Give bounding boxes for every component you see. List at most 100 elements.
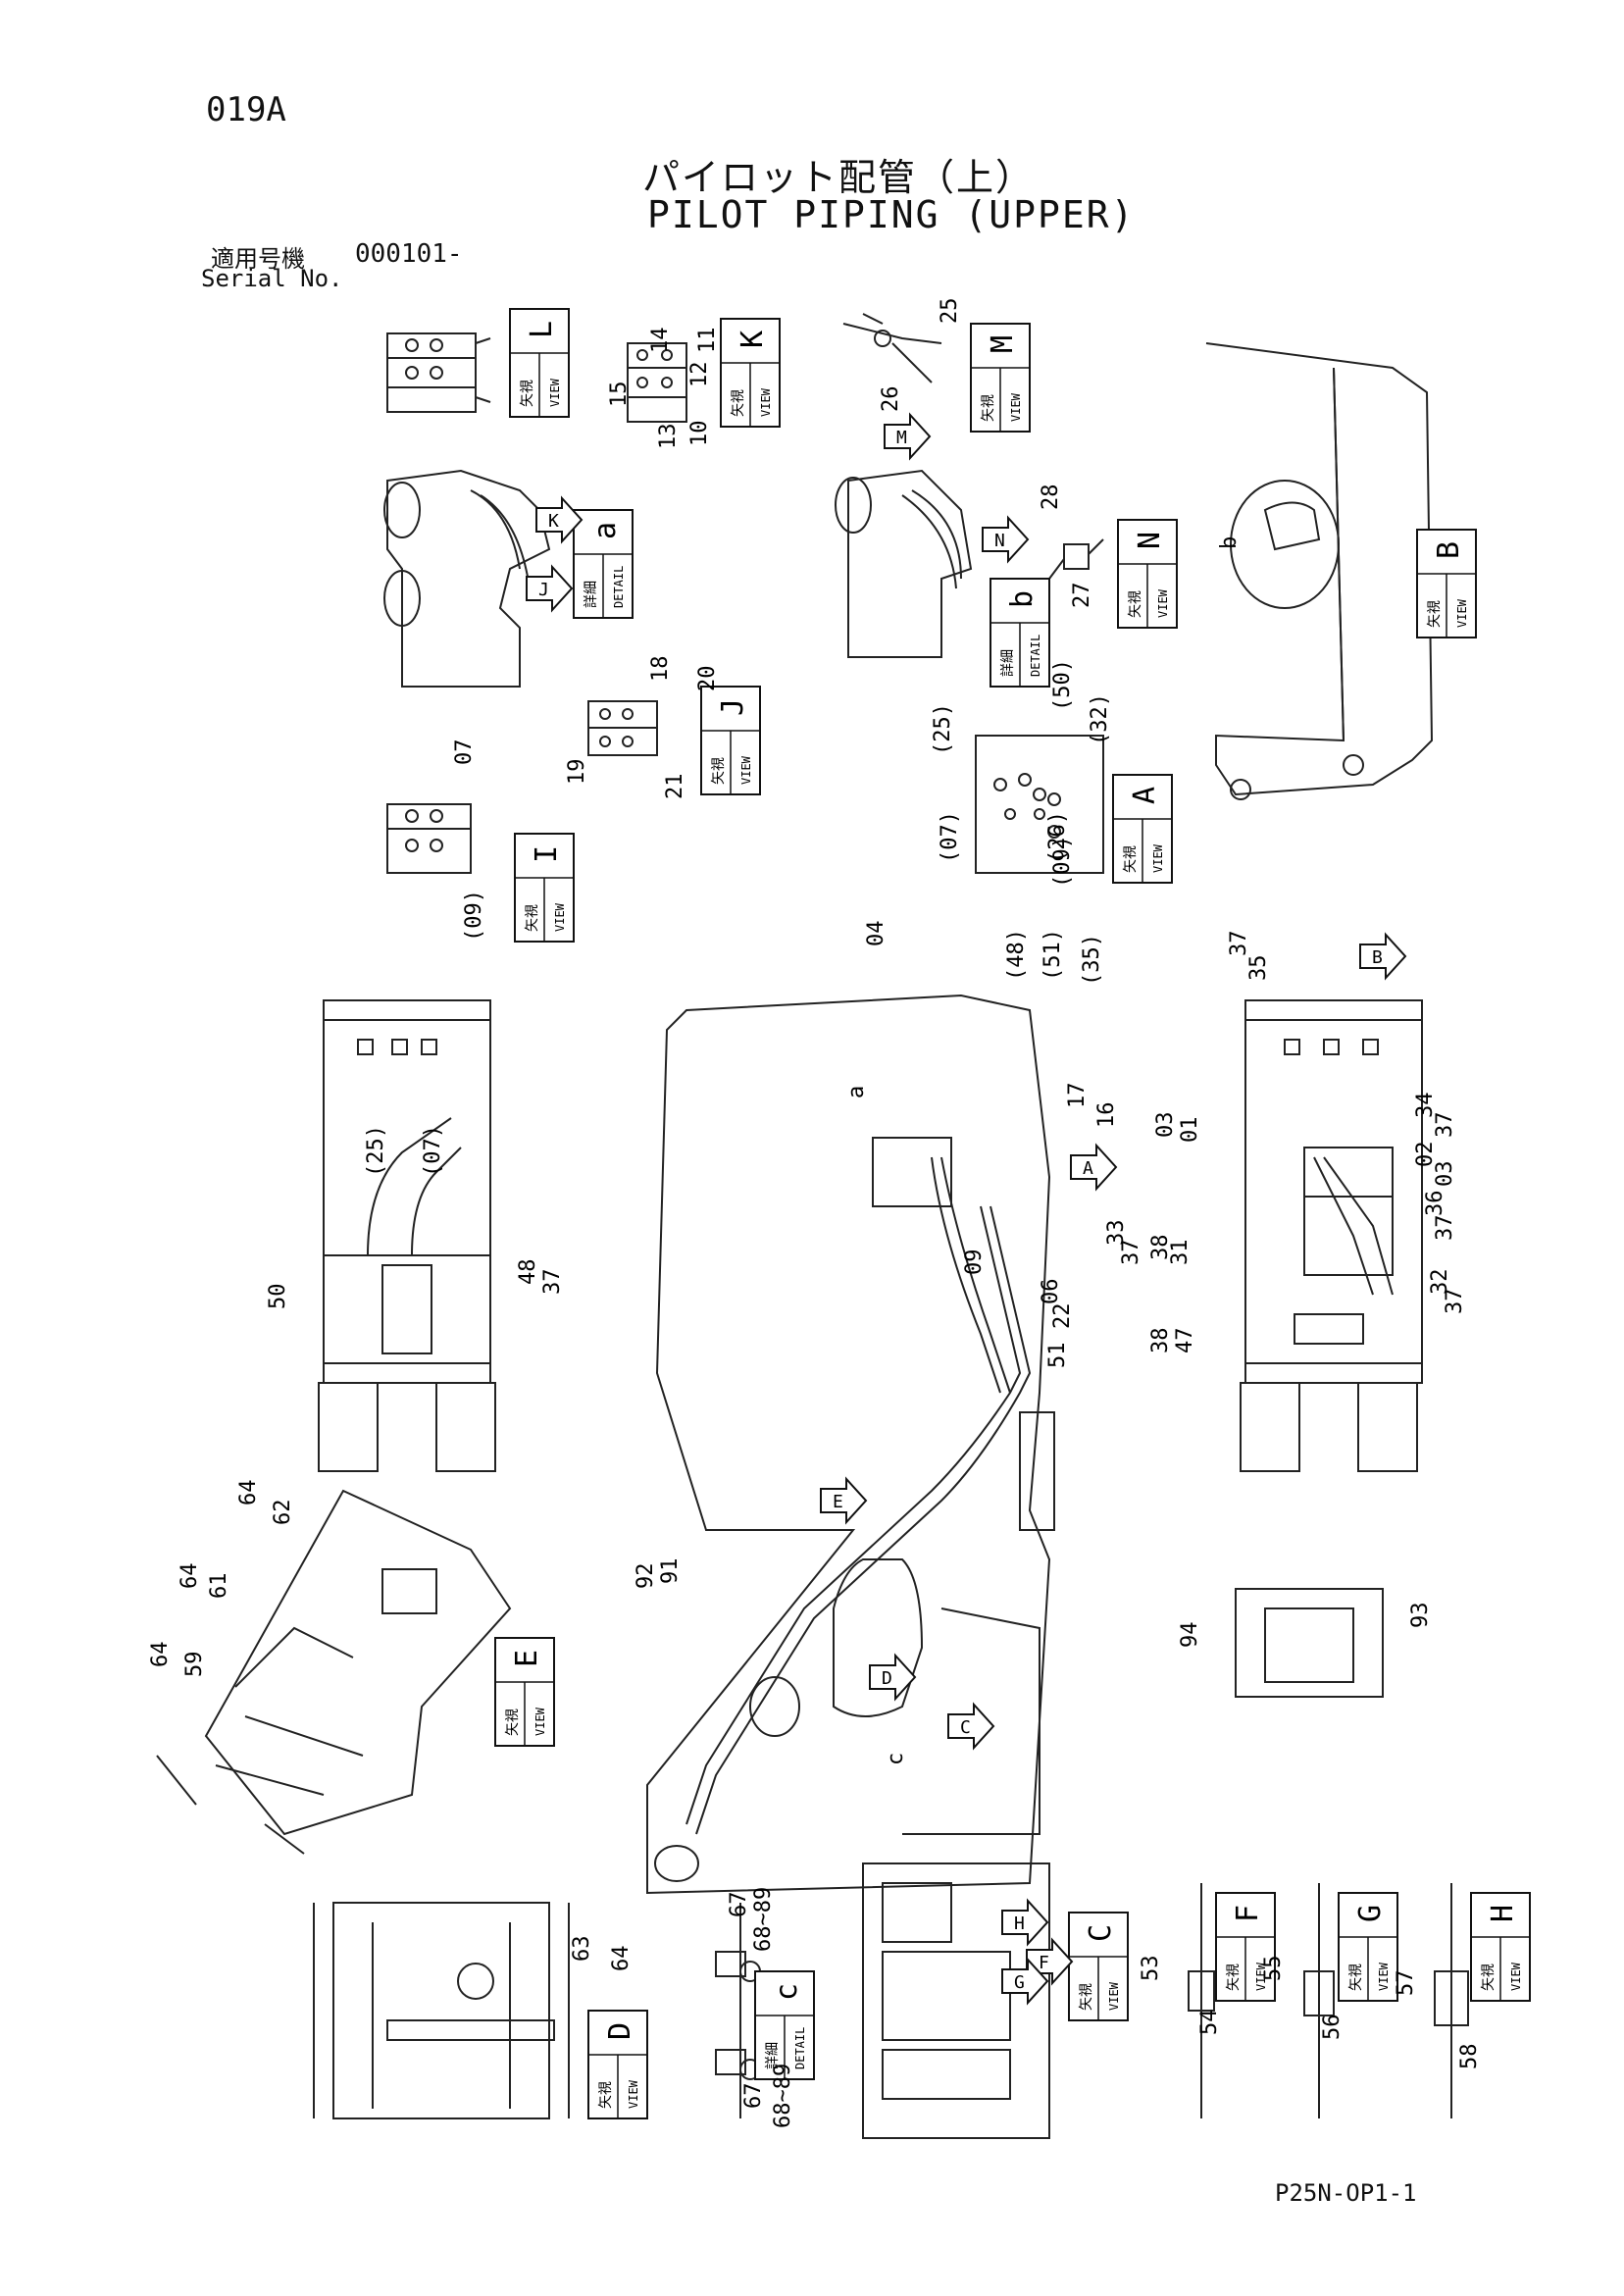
part-number-label: 59 bbox=[182, 1652, 207, 1678]
part-number-label: 55 bbox=[1261, 1956, 1286, 1982]
block-i bbox=[386, 803, 472, 874]
view-box-N-en: VIEW bbox=[1156, 588, 1170, 618]
arrow-C: C bbox=[947, 1702, 995, 1751]
view-box-I-letter: I bbox=[530, 845, 564, 863]
view-box-L-letter: L bbox=[525, 321, 559, 338]
arrow-G-letter: G bbox=[1014, 1972, 1025, 1993]
view-box-E-en: VIEW bbox=[533, 1707, 547, 1736]
frame-view-e bbox=[156, 1489, 512, 1855]
part-number-label: (09) bbox=[462, 890, 486, 942]
view-box-I-en: VIEW bbox=[553, 902, 567, 932]
detail-marker-b: b bbox=[1217, 536, 1242, 549]
view-box-N-jp: 矢視 bbox=[1128, 590, 1143, 618]
part-number-label: 37 bbox=[1443, 1289, 1467, 1315]
arrow-D: D bbox=[869, 1653, 917, 1702]
view-box-A-jp: 矢視 bbox=[1123, 845, 1139, 873]
view-box-c-jp: 詳細 bbox=[765, 2042, 781, 2069]
part-number-label: 13 bbox=[656, 424, 681, 450]
view-box-M-jp: 矢視 bbox=[981, 394, 996, 422]
view-box-B-en: VIEW bbox=[1455, 598, 1469, 628]
part-number-label: 32 bbox=[1428, 1269, 1452, 1296]
part-number-label: 20 bbox=[695, 666, 720, 692]
detail-marker-a: a bbox=[844, 1086, 869, 1098]
part-number-label: 53 bbox=[1139, 1956, 1163, 1982]
arrow-E: E bbox=[820, 1476, 868, 1525]
outline-group bbox=[156, 313, 1469, 2139]
view-box-G-jp: 矢視 bbox=[1348, 1964, 1364, 1991]
part-number-label: 26 bbox=[879, 386, 903, 413]
plan-view-left bbox=[318, 999, 496, 1472]
view-box-b-jp: 詳細 bbox=[1000, 649, 1016, 677]
arrow-K-letter: K bbox=[548, 511, 559, 532]
part-number-label: 06 bbox=[1039, 1279, 1063, 1305]
drawing-number: P25N-OP1-1 bbox=[1275, 2179, 1417, 2207]
view-box-I: 矢視 VIEW I bbox=[514, 833, 575, 943]
view-box-a-en: DETAIL bbox=[612, 566, 626, 608]
view-box-I-jp: 矢視 bbox=[525, 904, 540, 932]
view-box-C-letter: C bbox=[1084, 1924, 1118, 1942]
arrow-N: N bbox=[982, 515, 1030, 564]
part-number-label: 92 bbox=[634, 1563, 658, 1590]
arrow-M: M bbox=[884, 412, 932, 461]
arrow-E-letter: E bbox=[833, 1492, 843, 1512]
view-box-A-letter: A bbox=[1128, 787, 1162, 804]
valve-block-l bbox=[386, 332, 491, 413]
part-number-label: 21 bbox=[663, 774, 687, 800]
arrow-J-letter: J bbox=[538, 580, 549, 600]
arrow-M-letter: M bbox=[896, 428, 907, 448]
part-number-label: 37 bbox=[1433, 1215, 1457, 1242]
title-english: PILOT PIPING (UPPER) bbox=[647, 193, 1136, 236]
part-number-label: 35 bbox=[1246, 955, 1271, 982]
view-box-H-letter: H bbox=[1486, 1905, 1520, 1922]
view-box-a-letter: a bbox=[588, 522, 623, 539]
arrow-J: J bbox=[526, 564, 574, 613]
view-box-c-en: DETAIL bbox=[793, 2027, 807, 2069]
part-number-label: 61 bbox=[207, 1573, 231, 1600]
detail-a-drawing bbox=[383, 469, 551, 688]
part-number-label: 34 bbox=[1413, 1093, 1438, 1119]
part-number-label: 62 bbox=[271, 1500, 295, 1526]
part-number-label: 67 bbox=[741, 2083, 766, 2110]
part-number-label: 58 bbox=[1457, 2044, 1482, 2070]
part-number-label: 68~89 bbox=[751, 1887, 776, 1952]
block-j bbox=[587, 700, 658, 756]
view-box-H-jp: 矢視 bbox=[1481, 1964, 1497, 1991]
part-number-label: 37 bbox=[1227, 931, 1251, 957]
part-number-label: 25 bbox=[938, 298, 962, 325]
part-number-label: 51 bbox=[1045, 1343, 1070, 1369]
part-number-label: 03 bbox=[1153, 1112, 1178, 1139]
view-box-C-en: VIEW bbox=[1107, 1981, 1121, 2011]
part-number-label: 38 bbox=[1148, 1328, 1173, 1354]
part-number-label: 91 bbox=[658, 1558, 683, 1585]
part-number-label: 18 bbox=[648, 656, 673, 683]
part-number-label: (25) bbox=[931, 703, 955, 755]
serial-label-english: Serial No. bbox=[201, 265, 343, 292]
serial-label-japanese: 適用号機 bbox=[211, 245, 305, 273]
body-view-b bbox=[1205, 342, 1434, 800]
part-number-label: 12 bbox=[687, 362, 712, 388]
part-number-label: 36 bbox=[1423, 1191, 1447, 1217]
part-number-label: 27 bbox=[1070, 583, 1094, 609]
part-number-label: (09) bbox=[1050, 836, 1075, 888]
part-number-label: (48) bbox=[1004, 929, 1029, 981]
part-number-label: 10 bbox=[687, 421, 712, 447]
view-box-A-en: VIEW bbox=[1151, 843, 1165, 873]
view-box-K-en: VIEW bbox=[759, 387, 773, 417]
part-number-label: 94 bbox=[1178, 1622, 1202, 1649]
part-number-label: 47 bbox=[1173, 1328, 1197, 1354]
part-number-label: 04 bbox=[864, 921, 888, 947]
view-box-B-letter: B bbox=[1432, 541, 1466, 559]
view-box-E-letter: E bbox=[510, 1650, 544, 1667]
arrow-K: K bbox=[535, 495, 584, 544]
arrow-H-letter: H bbox=[1014, 1913, 1025, 1934]
part-number-label: 03 bbox=[1433, 1161, 1457, 1188]
